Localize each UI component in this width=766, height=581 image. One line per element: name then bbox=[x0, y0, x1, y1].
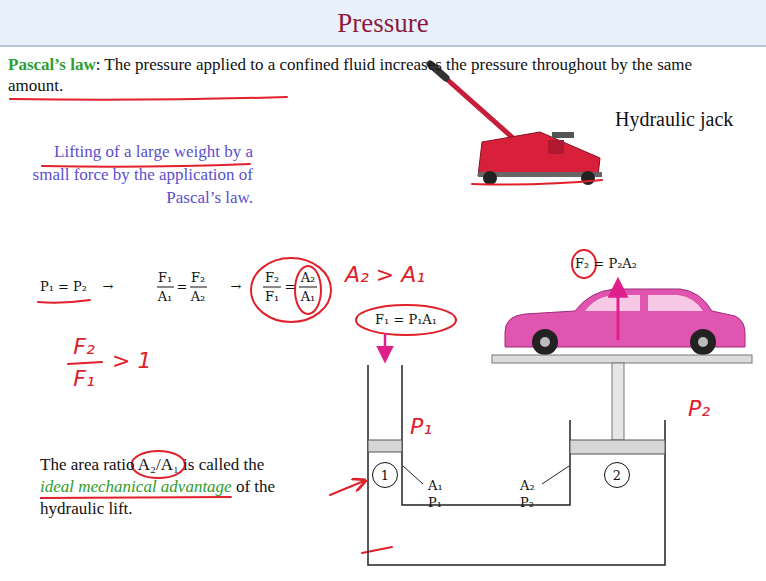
pressure-label: P₁ bbox=[428, 495, 442, 511]
callout-number: 1 bbox=[381, 468, 389, 483]
hand-note: F₁ bbox=[73, 366, 94, 392]
arrow-symbol: → bbox=[103, 279, 114, 295]
lift-platform bbox=[492, 355, 752, 363]
equals-sign: = bbox=[285, 279, 296, 295]
callout-circle: 1 bbox=[372, 462, 398, 488]
law-name: Pascal’s law bbox=[8, 55, 96, 74]
fraction-term: F₂ bbox=[265, 270, 279, 286]
fraction-term: F₁ bbox=[158, 270, 172, 286]
explanation-note: Lifting of a large weight by a small for… bbox=[28, 140, 253, 209]
pressure-label: P₂ bbox=[520, 495, 534, 511]
law-statement: : The pressure applied to a confined flu… bbox=[8, 55, 692, 95]
callout-circle: 2 bbox=[604, 462, 630, 488]
hydraulic-jack bbox=[430, 64, 602, 185]
hand-annotation bbox=[40, 497, 232, 498]
force-equation: F₂ = P₂A₂ bbox=[575, 256, 637, 272]
hand-note: > 1 bbox=[112, 348, 151, 374]
equation: P₁ = P₂ bbox=[40, 279, 87, 295]
fraction-term: A₂ bbox=[191, 289, 206, 305]
area-ratio: A₂/A₁ bbox=[138, 455, 179, 474]
callout-number: 2 bbox=[613, 468, 621, 483]
figure-caption: Hydraulic jack bbox=[615, 106, 735, 132]
area-label: A₁ bbox=[428, 478, 443, 494]
force-arrow bbox=[617, 281, 620, 340]
hand-note: F₂ bbox=[73, 334, 94, 360]
definition-text: The area ratio bbox=[40, 455, 134, 474]
law-paragraph: Pascal’s law: The pressure applied to a … bbox=[8, 54, 708, 96]
hydraulic-vessel bbox=[368, 365, 665, 565]
hand-annotation bbox=[132, 451, 185, 478]
hand-note: A₂ > A₁ bbox=[345, 262, 425, 288]
definition-text: is called the bbox=[183, 455, 264, 474]
fraction-term: F₁ bbox=[265, 289, 279, 305]
area-label: A₂ bbox=[520, 478, 535, 494]
title-band bbox=[0, 0, 766, 46]
piston-rod bbox=[612, 363, 624, 440]
piston bbox=[570, 440, 665, 454]
hand-note: P₂ bbox=[688, 396, 710, 422]
fraction-term: A₂ bbox=[301, 270, 316, 286]
fraction-term: F₂ bbox=[191, 270, 205, 286]
slide-title: Pressure bbox=[0, 8, 766, 39]
leader-line bbox=[403, 466, 569, 484]
fraction-term: A₁ bbox=[301, 289, 316, 305]
title-rule bbox=[0, 45, 766, 47]
equals-sign: = bbox=[177, 279, 188, 295]
piston bbox=[368, 440, 402, 452]
hand-note: P₁ bbox=[410, 414, 432, 440]
arrow-symbol: → bbox=[231, 279, 242, 295]
car bbox=[505, 289, 745, 355]
fraction-term: A₁ bbox=[158, 289, 173, 305]
term-highlight: ideal mechanical advantage bbox=[40, 477, 232, 496]
force-equation: F₁ = P₁A₁ bbox=[375, 312, 437, 328]
force-arrow bbox=[384, 333, 387, 360]
definition-paragraph: The area ratio A₂/A₁ is called the ideal… bbox=[40, 454, 292, 520]
